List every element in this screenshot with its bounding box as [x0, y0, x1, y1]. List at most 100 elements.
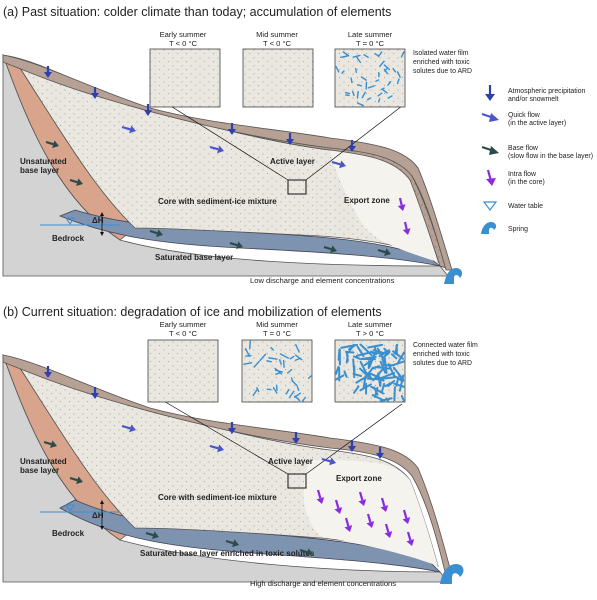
intra-flow-arrow	[380, 497, 389, 512]
unsaturated-label-2: base layer	[20, 466, 59, 475]
inset-mid-summer: Mid summer T = 0 °C	[241, 320, 313, 403]
precipitation-arrow	[348, 140, 356, 152]
spring-icon	[481, 222, 497, 234]
legend-intra-flow: Intra flow (in the core)	[486, 169, 545, 186]
base-flow-arrow	[69, 178, 83, 187]
quick-flow-arrow	[321, 457, 336, 466]
svg-text:Atmospheric precipitation: Atmospheric precipitation	[508, 88, 586, 95]
quick-flow-arrow	[209, 145, 224, 154]
precipitation-arrow	[44, 366, 52, 378]
inset-temp: T < 0 °C	[169, 329, 198, 338]
bedrock-label: Bedrock	[52, 529, 85, 538]
svg-text:enriched with toxic: enriched with toxic	[413, 351, 470, 358]
spring-icon	[444, 268, 463, 284]
svg-text:Base flow: Base flow	[508, 145, 538, 152]
bedrock-label: Bedrock	[52, 234, 85, 243]
inset-title: Early summer	[160, 320, 207, 329]
panel-b-title: (b) Current situation: degradation of ic…	[3, 305, 382, 319]
svg-text:(in the active layer): (in the active layer)	[508, 120, 566, 127]
precipitation-arrow-icon	[485, 85, 495, 101]
svg-text:enriched with toxic: enriched with toxic	[413, 59, 470, 66]
export-zone	[330, 150, 438, 262]
film-note: Isolated water film enriched with toxic …	[413, 50, 472, 75]
svg-text:and/or snowmelt: and/or snowmelt	[508, 96, 559, 103]
svg-text:Intra flow: Intra flow	[508, 171, 536, 178]
inset-early-summer: Early summer T < 0 °C	[147, 320, 219, 403]
quick-flow-arrow	[209, 444, 224, 453]
export-zone-label: Export zone	[336, 474, 382, 483]
legend-spring: Spring	[481, 222, 528, 234]
quick-flow-arrow	[331, 160, 346, 169]
panel-a-title: (a) Past situation: colder climate than …	[3, 5, 391, 19]
precipitation-arrow	[144, 104, 152, 116]
inset-late-summer: Late summer T > 0 °C	[334, 320, 406, 403]
legend-precipitation: Atmospheric precipitation and/or snowmel…	[485, 85, 586, 103]
film-note: Connected water film enriched with toxic…	[413, 342, 478, 367]
inset-temp: T = 0 °C	[356, 39, 385, 48]
svg-text:solutes due to ARD: solutes due to ARD	[413, 68, 472, 75]
precipitation-arrow	[44, 66, 52, 78]
precipitation-arrow	[348, 440, 356, 452]
inset-title: Late summer	[348, 320, 393, 329]
svg-text:solutes due to ARD: solutes due to ARD	[413, 360, 472, 367]
inset-title: Early summer	[160, 30, 207, 39]
legend-water-table: Water table	[482, 201, 543, 211]
water-table-icon	[482, 201, 498, 211]
legend-base-flow: Base flow (slow flow in the base layer)	[481, 145, 593, 160]
delta-h-label: ΔH	[92, 216, 104, 225]
inset-mid-summer: Mid summer T < 0 °C	[242, 30, 314, 108]
inset-early-summer: Early summer T < 0 °C	[149, 30, 221, 108]
export-zone-label: Export zone	[344, 196, 390, 205]
quick-flow-arrow	[121, 125, 136, 134]
intra-flow-arrow	[384, 523, 393, 538]
inset-title: Late summer	[348, 30, 393, 39]
base-flow-arrow-icon	[481, 145, 499, 155]
precipitation-arrow	[376, 447, 384, 459]
inset-temp: T = 0 °C	[263, 329, 292, 338]
partial-water-film	[243, 340, 312, 402]
panel-past-situation: (a) Past situation: colder climate than …	[2, 5, 472, 285]
saturated-label: Saturated base layer enriched in toxic s…	[140, 549, 315, 558]
intra-flow-arrow	[402, 509, 411, 524]
flow-arrows	[44, 66, 411, 257]
base-flow-arrow	[225, 539, 239, 548]
intra-flow-arrow	[397, 197, 406, 211]
inset-temp: T > 0 °C	[356, 329, 385, 338]
legend-quick-flow: Quick flow (in the active layer)	[481, 112, 566, 127]
unsaturated-label: Unsaturated	[20, 457, 67, 466]
svg-text:Connected water film: Connected water film	[413, 342, 478, 349]
base-flow-arrow	[323, 245, 337, 254]
base-flow-arrow	[149, 229, 163, 238]
quick-flow-arrow	[121, 424, 136, 433]
sample-box	[287, 179, 307, 195]
base-flow-arrow	[145, 531, 159, 540]
inset-temp: T < 0 °C	[169, 39, 198, 48]
unsaturated-label: Unsaturated	[20, 157, 67, 166]
intra-flow-arrow	[334, 499, 343, 514]
delta-h-label: ΔH	[92, 511, 104, 520]
intra-flow-arrow	[366, 513, 375, 528]
inset-title: Mid summer	[256, 30, 298, 39]
inset-temp: T < 0 °C	[263, 39, 292, 48]
discharge-label: High discharge and element concentration…	[250, 579, 396, 588]
quick-flow-arrow-icon	[481, 112, 499, 122]
svg-text:(slow flow in the base layer): (slow flow in the base layer)	[508, 153, 593, 160]
saturated-label: Saturated base layer	[155, 253, 233, 262]
precipitation-arrow	[91, 87, 99, 99]
water-table-marker	[40, 212, 120, 236]
active-layer-label: Active layer	[268, 457, 313, 466]
base-flow-arrow	[229, 241, 243, 250]
spring-icon	[440, 564, 464, 584]
precipitation-arrow	[292, 432, 300, 444]
inset-late-summer: Late summer T = 0 °C	[334, 30, 406, 108]
unsaturated-label-2: base layer	[20, 166, 59, 175]
sample-box	[287, 473, 307, 489]
base-flow-arrow	[69, 476, 83, 485]
svg-text:Quick flow: Quick flow	[508, 112, 540, 119]
svg-text:(in the core): (in the core)	[508, 179, 545, 186]
intra-flow-arrow	[316, 489, 325, 504]
base-flow-arrow	[377, 248, 391, 257]
discharge-label: Low discharge and element concentrations	[250, 276, 395, 285]
core-label: Core with sediment-ice mixture	[158, 197, 277, 206]
